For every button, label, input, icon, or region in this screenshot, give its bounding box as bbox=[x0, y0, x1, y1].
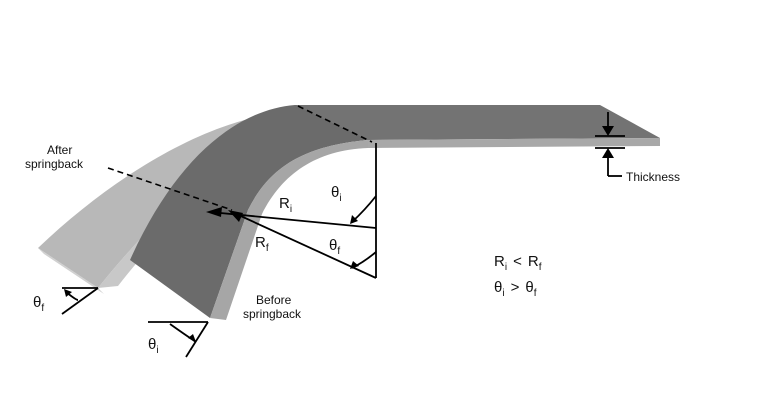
sheet-before-springback bbox=[130, 105, 660, 320]
radius-arrowheads bbox=[206, 207, 359, 269]
angle-relation: θi>θf bbox=[494, 279, 537, 299]
before-springback-label-line1: Before bbox=[256, 293, 292, 307]
theta-i-angle-arrowhead bbox=[188, 334, 196, 342]
after-springback-label-line2: springback bbox=[25, 157, 84, 171]
radius-final-label: Rf bbox=[255, 234, 269, 254]
theta-final-vertex-label: θf bbox=[329, 237, 340, 257]
after-springback-label-line1: After bbox=[47, 143, 72, 157]
theta-initial-vertex-label: θi bbox=[331, 184, 342, 204]
radius-relation: Ri<Rf bbox=[494, 253, 542, 273]
before-springback-label-line2: springback bbox=[243, 307, 302, 321]
theta-initial-end-label: θi bbox=[148, 336, 159, 356]
thickness-arrowheads bbox=[602, 126, 614, 158]
thickness-label: Thickness bbox=[626, 170, 680, 184]
radius-initial-label: Ri bbox=[279, 195, 292, 215]
bend-boundary-lines bbox=[107, 105, 373, 211]
theta-final-end-label: θf bbox=[33, 294, 44, 314]
theta-f-angle-arrowhead bbox=[64, 289, 72, 297]
